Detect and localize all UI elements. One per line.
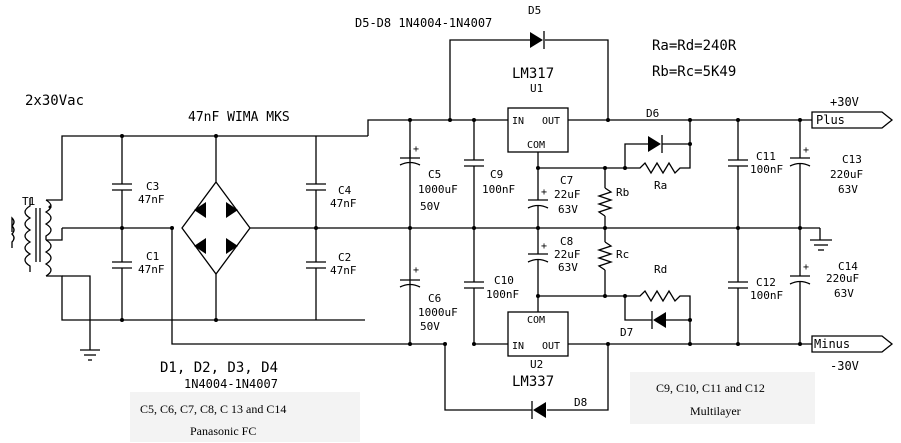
c7-value: 22uF [554,188,581,201]
c4-value: 47nF [330,197,357,210]
c10-value: 100nF [486,288,519,301]
input-voltage-label: 2x30Vac [25,93,84,109]
c2-ref: C2 [338,251,351,264]
minus-output-flag [811,335,894,353]
minus-voltage-label: -30V [830,359,859,373]
diode-d6-symbol [648,136,661,152]
plus-mark: + [413,144,419,155]
c4-ref: C4 [338,184,352,197]
plus-output-label: Plus [816,113,845,127]
c5-value: 1000uF [418,183,458,196]
c11-value: 100nF [750,163,783,176]
u1-in-pin: IN [512,116,524,127]
plus-mark: + [803,145,809,156]
ground-symbol-right [810,239,832,251]
c14-voltage: 63V [834,287,854,300]
c1-ref: C1 [146,250,159,263]
u2-ref-label: U2 [530,358,543,371]
rc-label: Rc [616,248,629,261]
c14-ref: C14 [838,260,858,273]
c1-value: 47nF [138,263,165,276]
plus-mark: + [541,241,547,252]
transformer-t1 [11,198,52,277]
plus-mark: + [413,265,419,276]
c10-ref: C10 [494,274,514,287]
rb-label: Rb [616,186,629,199]
c13-value: 220uF [830,168,863,181]
d6-label: D6 [646,107,659,120]
u1-ref-label: U1 [530,82,543,95]
ra-label: Ra [654,179,667,192]
u2-com-pin: COM [527,315,545,326]
c9-value: 100nF [482,183,515,196]
c12-ref: C12 [756,276,776,289]
c13-ref: C13 [842,153,862,166]
c8-ref: C8 [560,235,573,248]
c7-voltage: 63V [558,203,578,216]
u2-in-pin: IN [512,341,524,352]
bridge-rectifier [181,136,320,320]
c3-value: 47nF [138,193,165,206]
c9-ref: C9 [490,168,503,181]
c12-value: 100nF [750,289,783,302]
d8-label: D8 [574,396,587,409]
note-panasonic-box [130,392,360,442]
resistor-value-rb-rc: Rb=Rc=5K49 [652,64,736,80]
note-multilayer-caps: C9, C10, C11 and C12 [656,381,765,395]
note-panasonic-caps: C5, C6, C7, C8, C 13 and C14 [140,402,286,416]
ground-symbol [80,349,100,361]
plus-mark: + [541,187,547,198]
diodes-part-label: 1N4004-1N4007 [184,377,278,391]
header-label: D5-D8 1N4004-1N4007 [355,16,492,30]
u2-part-label: LM337 [512,374,554,390]
c7-ref: C7 [560,174,573,187]
c8-voltage: 63V [558,261,578,274]
c3-ref: C3 [146,180,159,193]
c5-voltage: 50V [420,200,440,213]
c6-value: 1000uF [418,306,458,319]
note-multilayer-box [630,372,815,424]
u2-out-pin: OUT [542,341,560,352]
diode-d5-symbol [530,32,543,48]
plus-mark: + [803,262,809,273]
c8-value: 22uF [554,248,581,261]
note-multilayer-type: Multilayer [690,404,741,418]
minus-output-label: Minus [814,337,850,351]
c14-value: 220uF [826,272,859,285]
diode-d8-symbol [533,402,546,418]
u1-part-label: LM317 [512,66,554,82]
plus-voltage-label: +30V [830,95,859,109]
c6-ref: C6 [428,292,441,305]
resistor-value-ra-rd: Ra=Rd=240R [652,38,737,54]
u1-com-pin: COM [527,140,545,151]
t1-label: T1 [22,195,35,208]
c11-ref: C11 [756,150,776,163]
c5-ref: C5 [428,168,441,181]
plus-output-flag [811,111,894,129]
d5-label: D5 [528,4,541,17]
u1-out-pin: OUT [542,116,560,127]
c13-voltage: 63V [838,183,858,196]
c2-value: 47nF [330,264,357,277]
note-panasonic-brand: Panasonic FC [190,424,256,438]
d7-label: D7 [620,326,633,339]
c6-voltage: 50V [420,320,440,333]
rd-label: Rd [654,263,667,276]
diodes-label: D1, D2, D3, D4 [160,360,278,376]
cap-type-label: 47nF WIMA MKS [188,110,290,125]
diode-d7-symbol [653,312,666,328]
